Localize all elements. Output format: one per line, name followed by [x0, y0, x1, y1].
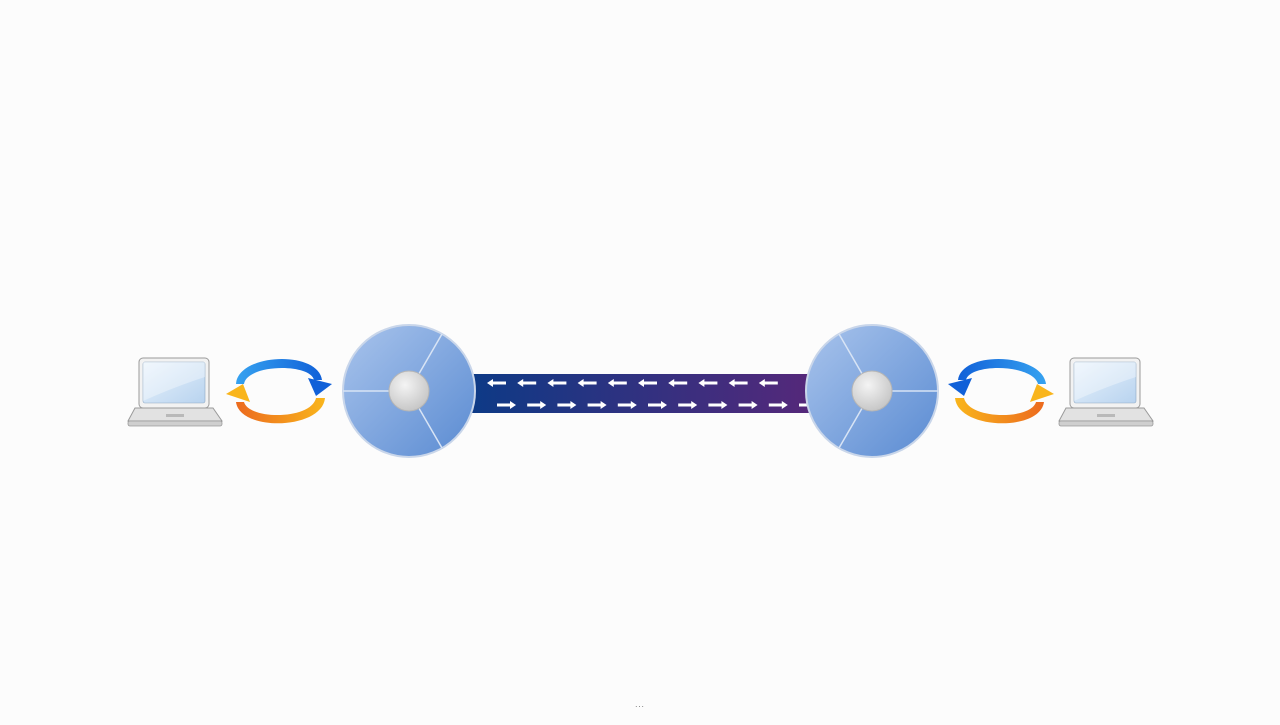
arrow-right-icon [708, 401, 728, 409]
arrow-left-icon [547, 379, 567, 387]
router-disc-left-icon [342, 324, 476, 458]
arrow-right-icon [768, 401, 788, 409]
router-disc-right-icon [805, 324, 939, 458]
arrow-left-icon [758, 379, 778, 387]
laptop-left-icon [127, 357, 223, 427]
arrow-right-icon [557, 401, 577, 409]
arrow-right-icon [497, 401, 516, 409]
arrows-left-row [487, 379, 778, 387]
arrow-left-icon [487, 379, 506, 387]
arrow-right-icon [587, 401, 607, 409]
tunnel [470, 374, 818, 413]
tunnel-band [470, 374, 812, 413]
arrow-right-icon [527, 401, 547, 409]
arrow-right-icon [648, 401, 667, 409]
arrow-left-icon [668, 379, 688, 387]
arrow-left-icon [638, 379, 657, 387]
arrow-right-icon [678, 401, 698, 409]
arrow-right-icon [738, 401, 758, 409]
arrow-left-icon [607, 379, 627, 387]
laptop-right-icon [1058, 357, 1154, 427]
sync-arrows-right-icon [948, 359, 1054, 424]
arrow-left-icon [698, 379, 718, 387]
arrow-left-icon [517, 379, 537, 387]
sync-arrows-left-icon [226, 359, 332, 424]
arrow-left-icon [728, 379, 748, 387]
footer-mark: ··· [635, 703, 645, 711]
arrows-right-row [497, 401, 818, 409]
arrow-left-icon [577, 379, 597, 387]
arrow-right-icon [617, 401, 637, 409]
